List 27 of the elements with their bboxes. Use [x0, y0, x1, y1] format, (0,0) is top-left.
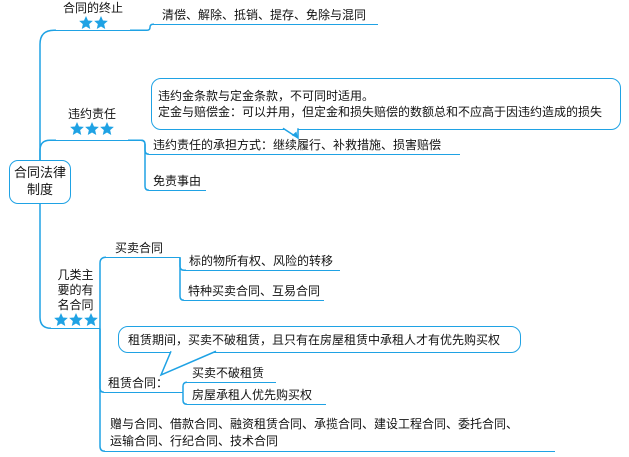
underlined-topic: 清偿、解除、抵销、提存、免除与混同 — [154, 7, 378, 25]
connector-line — [128, 140, 150, 191]
topic-title: 几类主要的有名合同 — [58, 268, 94, 313]
underlined-topic: 免责事由 — [149, 174, 206, 191]
starred-topic — [56, 0, 130, 31]
underlined-topic: 赠与合同、借款合同、融资租赁合同、承揽合同、建设工程合同、委托合同、运输合同、行纪合同、技术合同 — [105, 414, 555, 452]
callout-tail — [282, 128, 299, 140]
underlined-topic: 买卖不破租赁 — [187, 365, 276, 383]
root-topic-box: 合同法律制度 — [9, 160, 71, 204]
connector-line — [182, 382, 188, 392]
callout-text: 违约金条款与定金条款，不可同时适用。 — [158, 88, 375, 104]
underlined-topic: 特种买卖合同、互易合同 — [184, 283, 324, 301]
underlined-topic: 标的物所有权、风险的转移 — [186, 253, 340, 271]
callout-text: 租赁期间，买卖不破租赁，且只有在房屋租赁中承租人才有优先购买权 — [128, 332, 501, 348]
underlined-topic: 租赁合同： — [104, 375, 183, 393]
topic-title: 违约责任 — [68, 107, 116, 122]
topic-title: 合同的终止 — [63, 1, 123, 16]
connector-line — [182, 392, 188, 405]
connector-line — [179, 257, 185, 301]
underlined-topic: 买卖合同 — [106, 240, 180, 258]
callout-tail — [160, 350, 217, 376]
callout-bubble — [151, 78, 621, 130]
connector-line — [130, 24, 154, 31]
connector-line — [39, 140, 56, 160]
callout-text: 定金与赔偿金：可以并用，但定金和损失赔偿的数额总和不应高于因违约造成的损失 — [158, 104, 603, 120]
underlined-topic: 房屋承租人优先购买权 — [187, 387, 326, 405]
underlined-topic: 违约责任的承担方式：继续履行、补救措施、损害赔偿 — [149, 138, 460, 155]
